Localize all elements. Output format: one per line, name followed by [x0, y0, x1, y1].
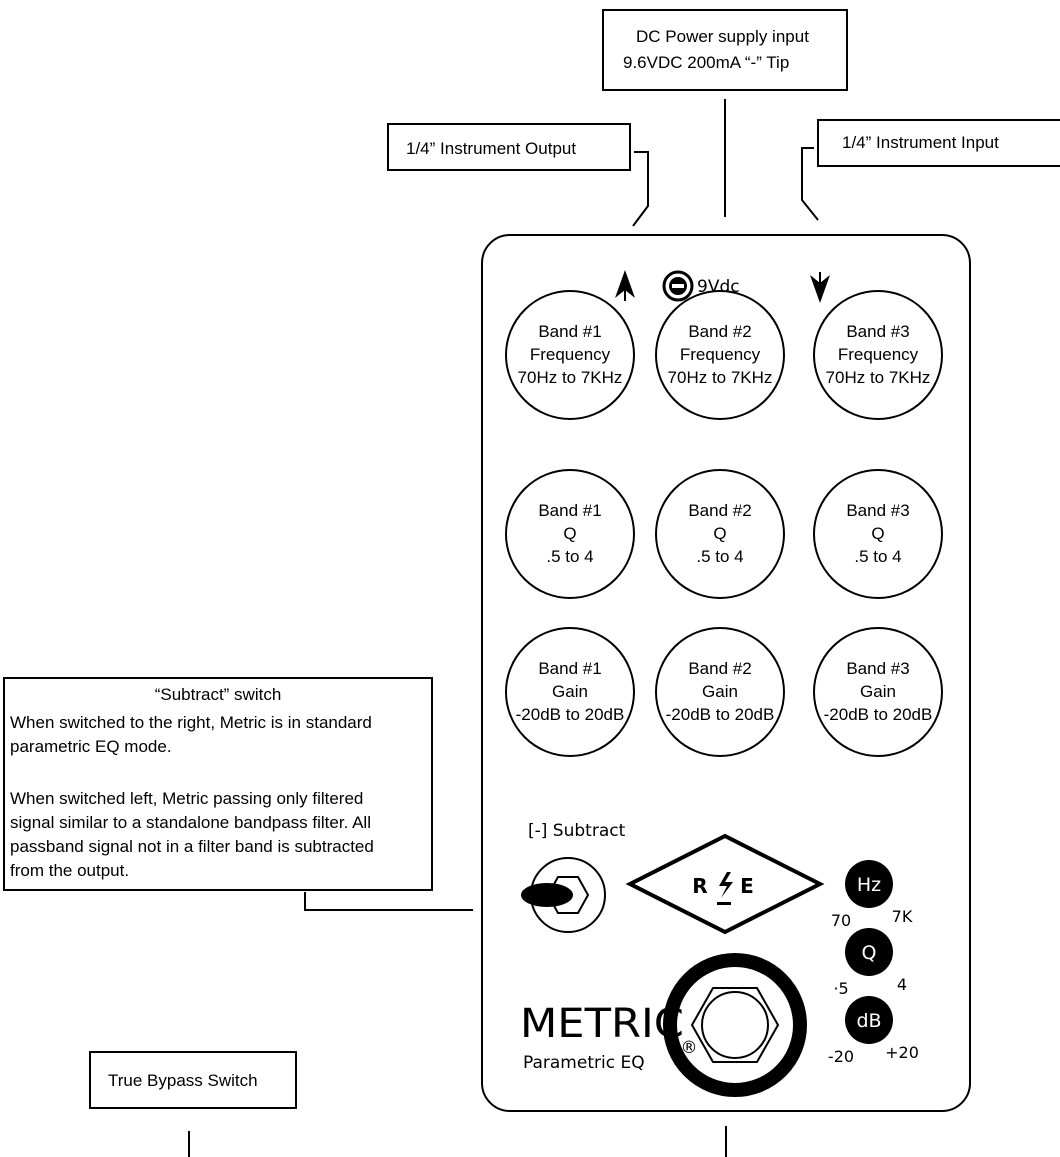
legend-dot-icon [845, 928, 893, 976]
knob-label-line: -20dB to 20dB [824, 705, 933, 724]
output-label: 1/4” Instrument Output [406, 139, 576, 158]
bypass-callout: True Bypass Switch [89, 1051, 727, 1157]
knob-label-line: -20dB to 20dB [666, 705, 775, 724]
legend-label: Hz [857, 874, 881, 896]
knob-body[interactable] [505, 469, 635, 599]
input-arrow-icon [810, 272, 830, 303]
knob-body[interactable] [655, 290, 785, 420]
knob-1[interactable]: Band #1 Frequency 70Hz to 7KHz [505, 290, 635, 420]
brand-name: METRIC [520, 1001, 684, 1047]
knob-label-line: .5 to 4 [854, 547, 901, 566]
legend-max: 4 [897, 975, 907, 994]
knob-label-line: Gain [860, 682, 896, 701]
knob-6[interactable]: Band #3 Q .5 to 4 [813, 469, 943, 599]
legend-min: -20 [828, 1047, 854, 1066]
knob-body[interactable] [813, 627, 943, 757]
knob-body[interactable] [655, 627, 785, 757]
knob-label-line: .5 to 4 [696, 547, 743, 566]
subtract-callout-line-2: parametric EQ mode. [10, 737, 172, 756]
knob-label-line: 70Hz to 7KHz [668, 368, 773, 387]
subtract-switch-label: [-] Subtract [528, 821, 626, 841]
subtract-callout-line-6: passband signal not in a filter band is … [10, 837, 374, 856]
knob-label-line: .5 to 4 [546, 547, 593, 566]
legend-1: Hz 70 7K [831, 860, 913, 930]
knob-label-line: Band #2 [688, 659, 751, 678]
knob-8[interactable]: Band #2 Gain -20dB to 20dB [655, 627, 785, 757]
control-legend: Hz 70 7K Q ·5 4 dB-20 +20 [828, 860, 919, 1066]
knob-label-line: Q [871, 524, 884, 543]
subtract-callout-line-1: When switched to the right, Metric is in… [10, 713, 372, 732]
toggle-lever-icon [521, 883, 573, 907]
legend-3: dB-20 +20 [828, 996, 919, 1066]
bypass-footswitch[interactable] [663, 953, 807, 1097]
knob-label-line: -20dB to 20dB [516, 705, 625, 724]
knob-label-line: Frequency [530, 345, 611, 364]
knob-body[interactable] [655, 469, 785, 599]
knob-body[interactable] [505, 290, 635, 420]
knob-label-line: Band #2 [688, 322, 751, 341]
bypass-label: True Bypass Switch [108, 1071, 258, 1090]
subtract-callout-line-5: signal similar to a standalone bandpass … [10, 813, 371, 832]
knob-label-line: Band #3 [846, 501, 909, 520]
knob-body[interactable] [813, 469, 943, 599]
legend-min: 70 [831, 911, 851, 930]
knob-label-line: Frequency [680, 345, 761, 364]
subtract-switch[interactable] [521, 857, 606, 933]
knob-label-line: Q [713, 524, 726, 543]
legend-dot-icon [845, 996, 893, 1044]
knob-label-line: Frequency [838, 345, 919, 364]
knob-label-line: Gain [702, 682, 738, 701]
knob-label-line: 70Hz to 7KHz [518, 368, 623, 387]
legend-max: +20 [885, 1043, 919, 1062]
subtract-callout-title: “Subtract” switch [155, 685, 282, 704]
logo-left-letter: R [692, 874, 707, 898]
knob-label-line: Band #2 [688, 501, 751, 520]
subtract-callout: “Subtract” switch When switched to the r… [3, 677, 473, 911]
knob-label-line: Q [563, 524, 576, 543]
knob-label-line: Band #3 [846, 659, 909, 678]
knob-label-line: 70Hz to 7KHz [826, 368, 931, 387]
knob-label-line: Band #3 [846, 322, 909, 341]
power-polarity-icon [662, 270, 694, 302]
knob-label-line: Band #1 [538, 501, 601, 520]
registered-mark: ® [681, 1038, 698, 1058]
input-callout: 1/4” Instrument Input [801, 119, 1060, 221]
dc-power-line-1: DC Power supply input [636, 27, 809, 46]
brand-subtitle: Parametric EQ [523, 1053, 645, 1073]
knob-3[interactable]: Band #3 Frequency 70Hz to 7KHz [813, 290, 943, 420]
knob-label-line: Band #1 [538, 322, 601, 341]
knob-2[interactable]: Band #2 Frequency 70Hz to 7KHz [655, 290, 785, 420]
knob-4[interactable]: Band #1 Q .5 to 4 [505, 469, 635, 599]
rhe-logo: R E [625, 833, 825, 935]
knob-body[interactable] [505, 627, 635, 757]
knob-9[interactable]: Band #3 Gain -20dB to 20dB [813, 627, 943, 757]
knob-5[interactable]: Band #2 Q .5 to 4 [655, 469, 785, 599]
subtract-callout-line-7: from the output. [10, 861, 129, 880]
logo-right-letter: E [740, 874, 754, 898]
legend-label: Q [862, 942, 877, 964]
knob-label-line: Band #1 [538, 659, 601, 678]
knob-body[interactable] [813, 290, 943, 420]
lightning-bolt-icon [719, 872, 733, 898]
knob-7[interactable]: Band #1 Gain -20dB to 20dB [505, 627, 635, 757]
output-callout: 1/4” Instrument Output [387, 123, 649, 227]
output-arrow-icon [615, 270, 635, 301]
knob-label-line: Gain [552, 682, 588, 701]
legend-label: dB [856, 1010, 881, 1032]
subtract-callout-line-4: When switched left, Metric passing only … [10, 789, 363, 808]
dc-power-callout: DC Power supply input 9.6VDC 200mA “-” T… [602, 9, 848, 217]
legend-max: 7K [892, 907, 913, 926]
legend-min: ·5 [833, 979, 848, 998]
legend-dot-icon [845, 860, 893, 908]
dc-power-line-2: 9.6VDC 200mA “-” Tip [623, 53, 789, 72]
input-label: 1/4” Instrument Input [842, 133, 999, 152]
legend-2: Q ·5 4 [833, 928, 907, 998]
